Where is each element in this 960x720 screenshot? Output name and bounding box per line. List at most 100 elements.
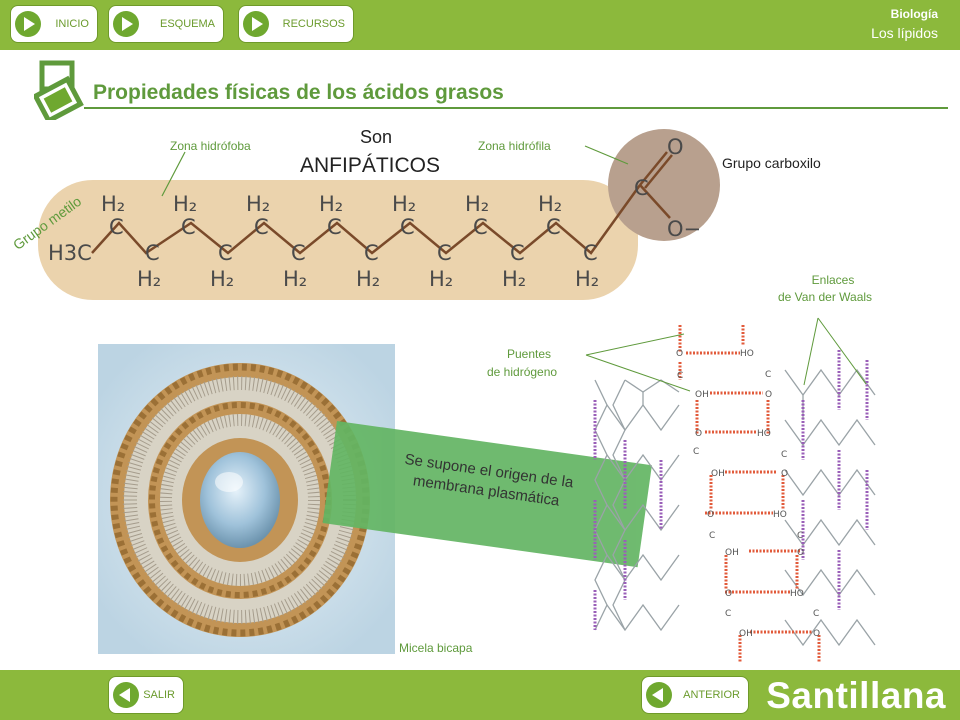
- svg-text:O: O: [765, 390, 772, 400]
- anfipaticos-label: ANFIPÁTICOS: [300, 154, 441, 177]
- methyl-formula: H3C: [48, 241, 92, 265]
- hydrogen-bond-chains: [678, 325, 821, 662]
- svg-text:H₂: H₂: [137, 267, 161, 291]
- zona-hidrofila-label: Zona hidrófila: [478, 139, 551, 153]
- play-icon: [15, 11, 41, 37]
- svg-text:O: O: [707, 510, 714, 520]
- svg-text:C: C: [709, 531, 715, 541]
- svg-text:H₂: H₂: [392, 192, 416, 216]
- svg-text:C: C: [510, 241, 525, 265]
- enlaces-label-2: de Van der Waals: [778, 290, 873, 304]
- svg-text:C: C: [254, 215, 269, 239]
- zona-hidrofoba-label: Zona hidrófoba: [170, 139, 251, 153]
- svg-text:H₂: H₂: [173, 192, 197, 216]
- svg-text:O: O: [676, 349, 683, 359]
- svg-text:C: C: [327, 215, 342, 239]
- svg-text:C: C: [797, 531, 803, 541]
- subject-info: Biología Los lípidos: [871, 7, 938, 41]
- svg-text:C: C: [364, 241, 379, 265]
- svg-text:H₂: H₂: [319, 192, 343, 216]
- svg-text:C: C: [181, 215, 196, 239]
- santillana-logo: Santillana: [766, 675, 946, 716]
- checkbox-logo-icon: [34, 60, 84, 120]
- back-arrow-icon: [646, 682, 672, 708]
- svg-text:C: C: [145, 241, 160, 265]
- grupo-carboxilo-label: Grupo carboxilo: [722, 155, 821, 171]
- hexagon-network: [594, 368, 876, 647]
- svg-text:C: C: [109, 215, 124, 239]
- svg-text:C: C: [813, 609, 819, 619]
- oxygen-minus: O−: [667, 217, 701, 241]
- topic-name: Los lípidos: [871, 25, 938, 41]
- inicio-label: INICIO: [55, 18, 89, 30]
- carboxyl-carbon: C: [634, 176, 649, 200]
- svg-text:O: O: [797, 548, 804, 558]
- svg-text:C: C: [291, 241, 306, 265]
- micela-bicapa-caption: Micela bicapa: [399, 641, 473, 655]
- hydrophobic-tail-zone: [38, 180, 638, 300]
- puentes-label-1: Puentes: [507, 347, 552, 361]
- svg-text:C: C: [218, 241, 233, 265]
- svg-text:H₂: H₂: [356, 267, 380, 291]
- svg-text:H₂: H₂: [283, 267, 307, 291]
- svg-text:H₂: H₂: [246, 192, 270, 216]
- svg-text:H₂: H₂: [429, 267, 453, 291]
- salir-label: SALIR: [143, 689, 175, 701]
- lower-ch2-labels: C C C C C C C H₂ H₂ H₂ H₂ H₂ H₂ H₂: [137, 241, 599, 291]
- play-icon: [113, 11, 139, 37]
- hydrophobic-pointer-line: [161, 151, 186, 197]
- svg-text:C: C: [583, 241, 598, 265]
- svg-text:H₂: H₂: [502, 267, 526, 291]
- recursos-label: RECURSOS: [282, 18, 345, 30]
- svg-text:C: C: [725, 609, 731, 619]
- recursos-button[interactable]: RECURSOS: [238, 5, 354, 43]
- hydrophilic-pointer-line: [584, 145, 629, 165]
- play-icon: [243, 11, 269, 37]
- svg-text:C: C: [473, 215, 488, 239]
- svg-text:C: C: [765, 370, 771, 380]
- upper-ch2-labels: C C C C C C C H₂ H₂ H₂ H₂ H₂ H₂ H₂: [101, 192, 562, 239]
- svg-text:HO: HO: [790, 589, 804, 599]
- svg-text:H₂: H₂: [538, 192, 562, 216]
- svg-text:C: C: [677, 371, 683, 381]
- svg-text:C: C: [437, 241, 452, 265]
- svg-text:C: C: [546, 215, 561, 239]
- svg-text:H₂: H₂: [575, 267, 599, 291]
- svg-text:C: C: [781, 450, 787, 460]
- esquema-button[interactable]: ESQUEMA: [108, 5, 224, 43]
- svg-text:HO: HO: [757, 429, 771, 439]
- inicio-button[interactable]: INICIO: [10, 5, 98, 43]
- svg-text:HO: HO: [773, 510, 787, 520]
- back-arrow-icon: [113, 682, 139, 708]
- page-title: Propiedades físicas de los ácidos grasos: [93, 81, 504, 104]
- van-der-waals-chains: [593, 350, 869, 630]
- svg-text:OH: OH: [739, 629, 753, 639]
- svg-text:O: O: [725, 589, 732, 599]
- anterior-label: ANTERIOR: [683, 689, 740, 701]
- svg-text:C: C: [400, 215, 415, 239]
- carboxyl-head-circle: [608, 129, 720, 241]
- enlaces-label-1: Enlaces: [811, 273, 855, 287]
- salir-button[interactable]: SALIR: [108, 676, 184, 714]
- oxygen-top: O: [667, 135, 684, 159]
- anterior-button[interactable]: ANTERIOR: [641, 676, 749, 714]
- svg-text:H₂: H₂: [101, 192, 125, 216]
- esquema-label: ESQUEMA: [159, 18, 215, 30]
- svg-text:OH: OH: [725, 548, 739, 558]
- micelle-image: [98, 344, 395, 654]
- svg-text:O: O: [781, 469, 788, 479]
- puentes-label-2: de hidrógeno: [487, 365, 558, 379]
- svg-text:OH: OH: [711, 469, 725, 479]
- svg-text:HO: HO: [740, 349, 754, 359]
- title-divider: [84, 107, 948, 109]
- svg-text:C: C: [693, 447, 699, 457]
- svg-text:H₂: H₂: [465, 192, 489, 216]
- svg-text:H₂: H₂: [210, 267, 234, 291]
- son-label: Son: [360, 127, 393, 147]
- svg-text:OH: OH: [695, 390, 709, 400]
- subject-name: Biología: [890, 7, 938, 21]
- carbon-chain: [91, 184, 642, 255]
